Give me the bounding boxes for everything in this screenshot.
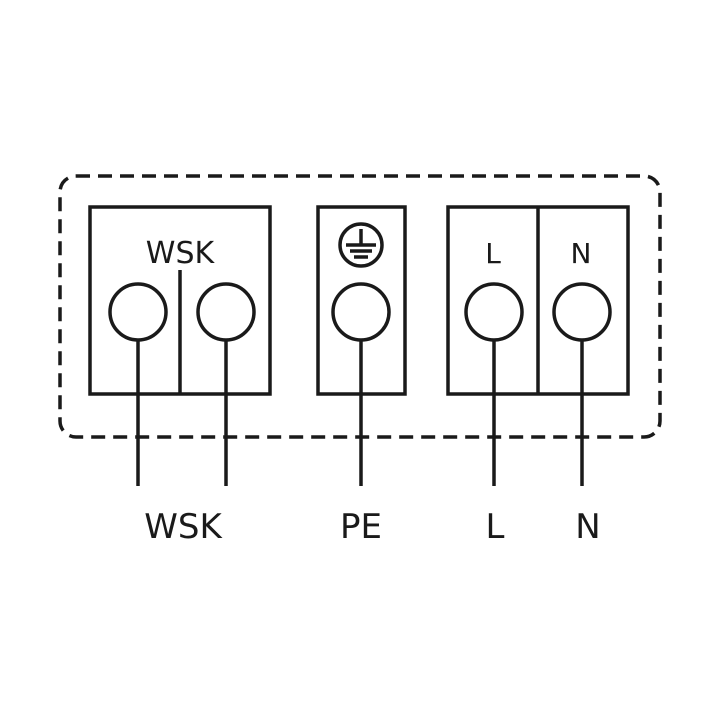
- wires: [136, 330, 584, 486]
- wsk-box-label: WSK: [146, 236, 216, 271]
- terminal-n: [552, 282, 612, 342]
- terminal-l: [464, 282, 524, 342]
- pe-terminal-block: [316, 205, 407, 396]
- wire-label-l: L: [486, 507, 505, 547]
- wire-label-n: N: [575, 507, 600, 547]
- terminal-wsk-2: [196, 282, 256, 342]
- wire-label-pe: PE: [340, 507, 382, 547]
- power-terminal-block: L N: [446, 205, 630, 396]
- l-box-label: L: [485, 237, 501, 270]
- protective-earth-icon: [338, 222, 384, 268]
- n-box-label: N: [571, 237, 592, 270]
- wsk-terminal-block: WSK: [88, 205, 272, 396]
- terminal-pe: [331, 282, 391, 342]
- terminal-wsk-1: [108, 282, 168, 342]
- wire-label-wsk: WSK: [144, 507, 223, 547]
